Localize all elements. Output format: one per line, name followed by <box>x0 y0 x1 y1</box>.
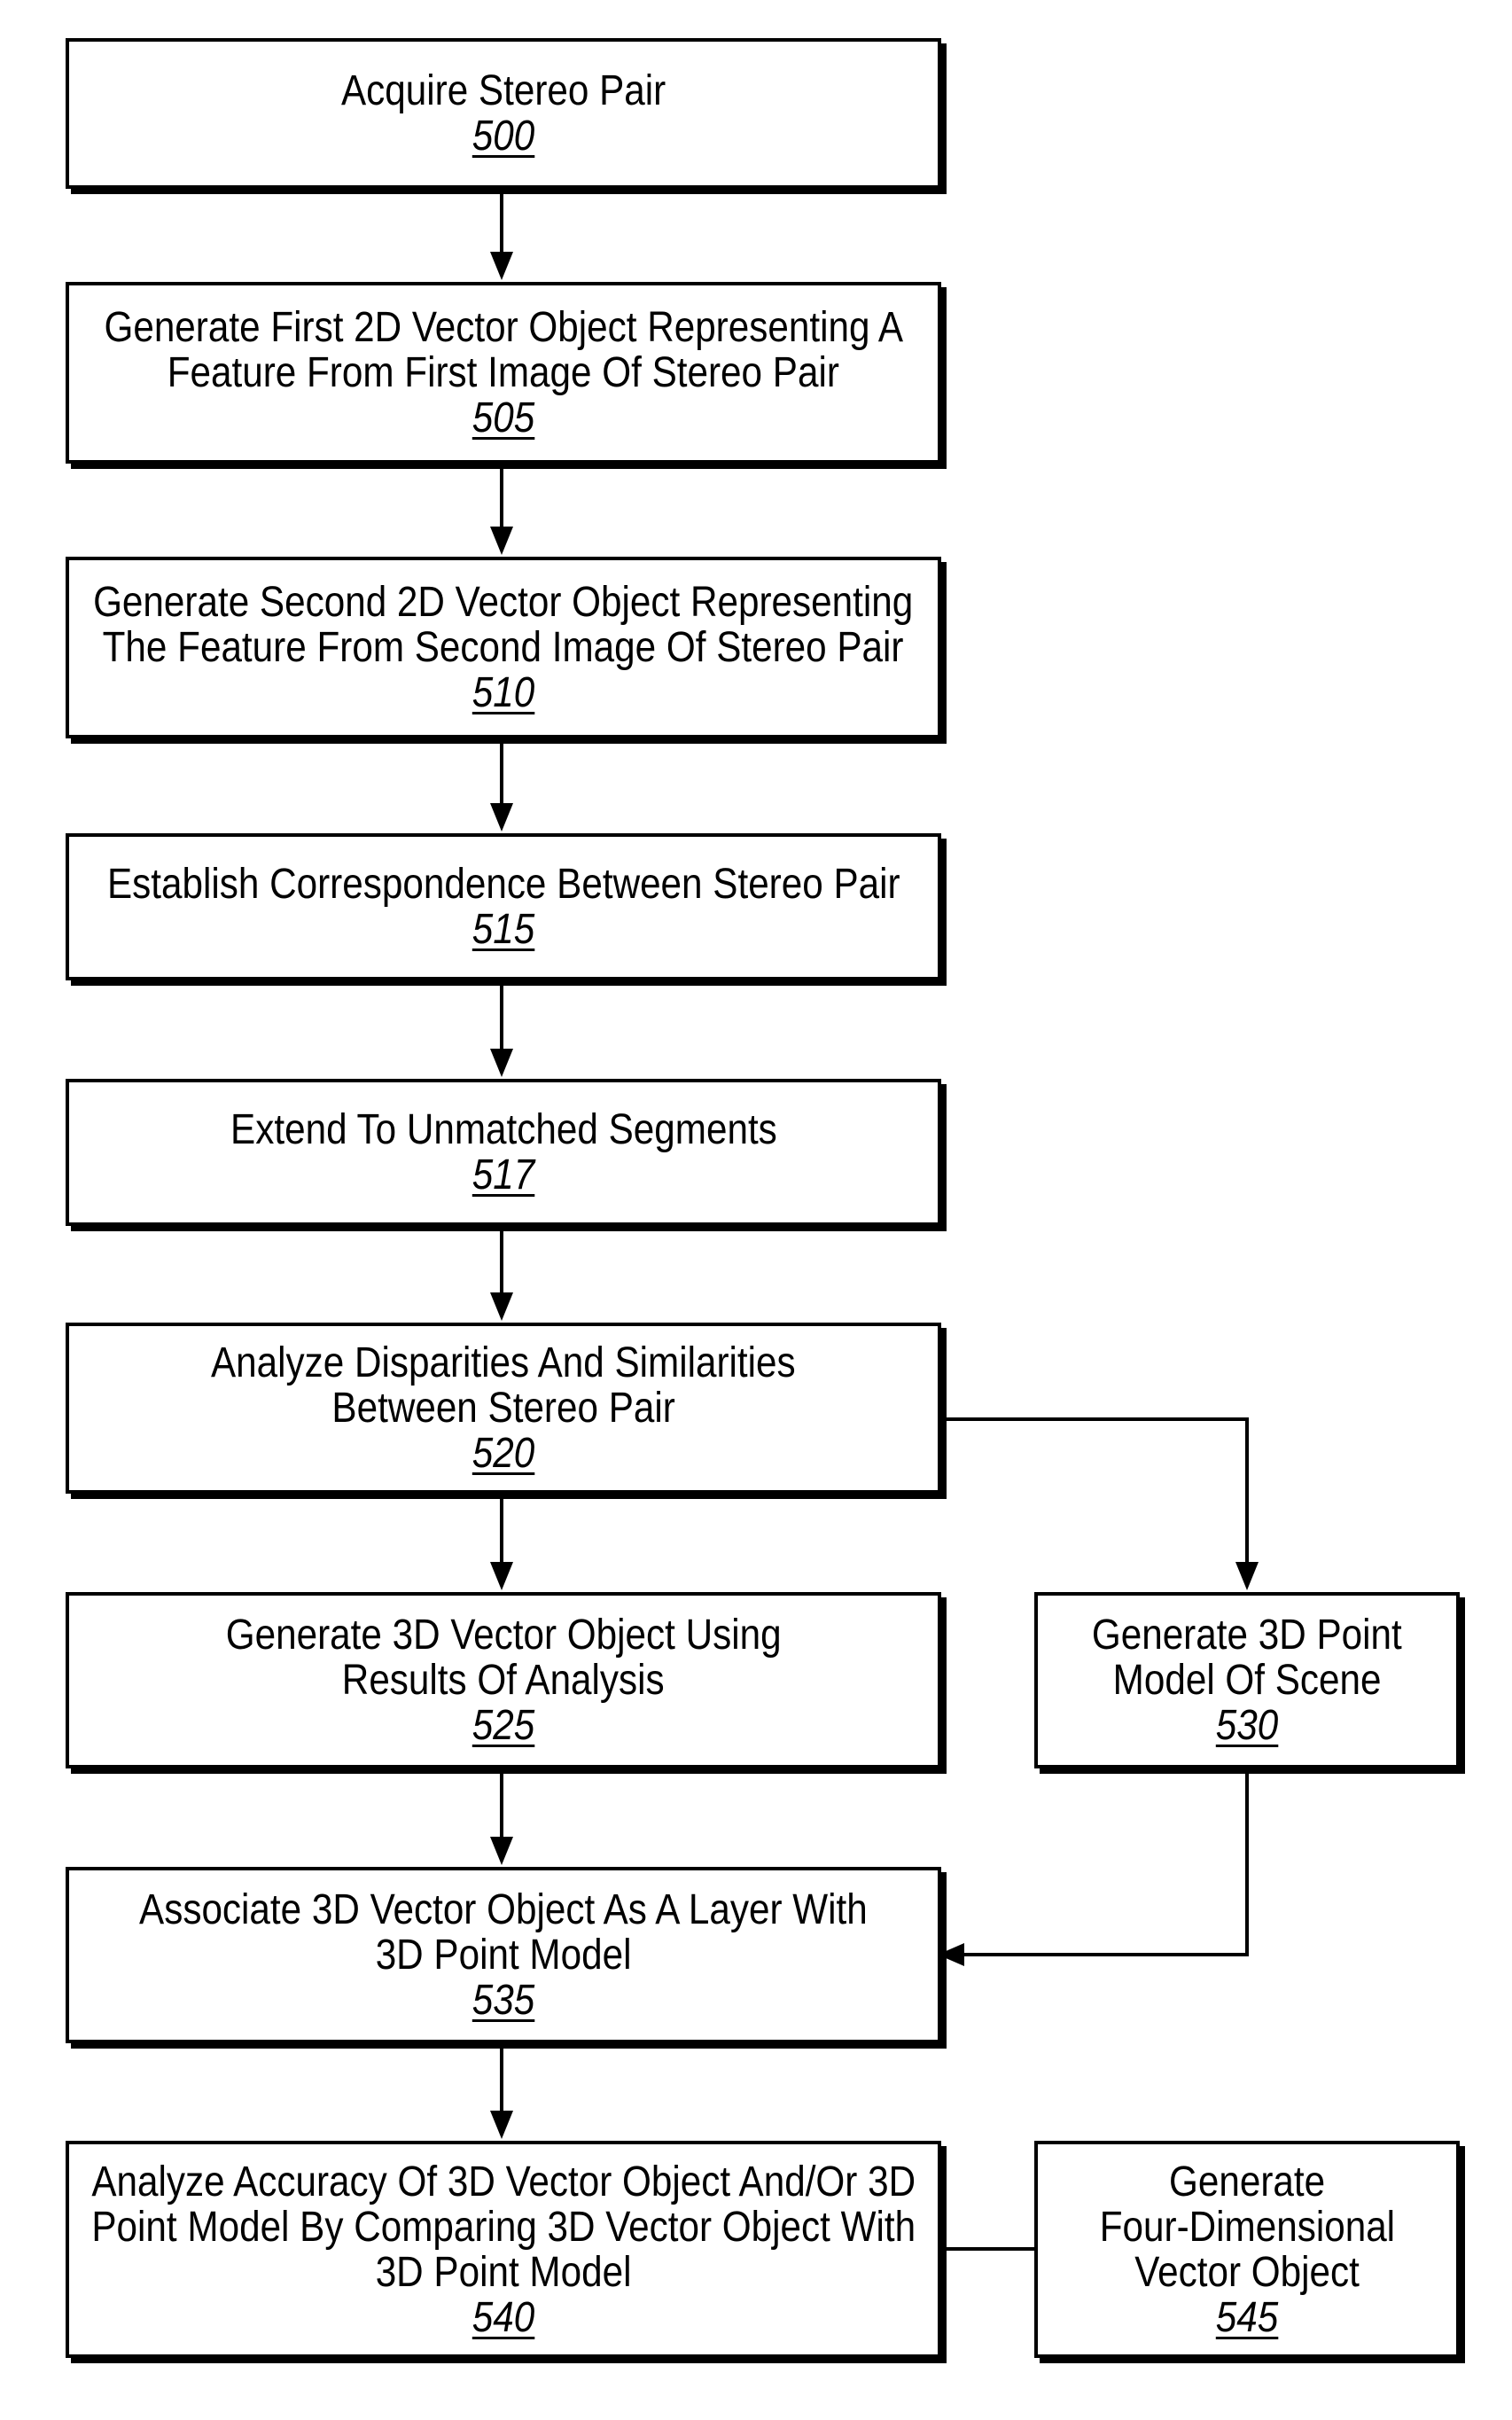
step-520-text-line-2: Between Stereo Pair <box>331 1386 674 1431</box>
step-500-ref: 500 <box>472 113 534 159</box>
step-545-box: Generate Four-Dimensional Vector Object … <box>1034 2141 1460 2358</box>
arrowhead-535-right <box>938 1943 964 1966</box>
step-520-ref: 520 <box>472 1431 534 1476</box>
step-520-text-line-1: Analyze Disparities And Similarities <box>211 1340 796 1386</box>
step-530-box: Generate 3D Point Model Of Scene 530 <box>1034 1592 1460 1768</box>
step-520-box: Analyze Disparities And Similarities Bet… <box>66 1323 941 1494</box>
step-500-box: Acquire Stereo Pair 500 <box>66 38 941 189</box>
step-540-ref: 540 <box>472 2295 534 2340</box>
step-540-box: Analyze Accuracy Of 3D Vector Object And… <box>66 2141 941 2358</box>
step-505-box: Generate First 2D Vector Object Represen… <box>66 282 941 464</box>
step-545-text-line-3: Vector Object <box>1134 2250 1360 2295</box>
step-535-ref: 535 <box>472 1978 534 2023</box>
step-545-text-line-2: Four-Dimensional <box>1099 2205 1394 2250</box>
arrowhead-530 <box>1235 1562 1259 1590</box>
step-535-text-line-1: Associate 3D Vector Object As A Layer Wi… <box>139 1887 868 1932</box>
step-525-text-line-2: Results Of Analysis <box>342 1658 665 1703</box>
step-540-text-line-1: Analyze Accuracy Of 3D Vector Object And… <box>91 2159 916 2205</box>
step-515-text: Establish Correspondence Between Stereo … <box>107 862 900 907</box>
step-525-text-line-1: Generate 3D Vector Object Using <box>226 1612 782 1658</box>
step-530-text-line-2: Model Of Scene <box>1113 1658 1382 1703</box>
step-505-ref: 505 <box>472 395 534 441</box>
step-535-text-line-2: 3D Point Model <box>376 1932 632 1978</box>
arrowhead-540 <box>490 2111 513 2139</box>
step-525-box: Generate 3D Vector Object Using Results … <box>66 1592 941 1768</box>
step-530-text-line-1: Generate 3D Point <box>1092 1612 1402 1658</box>
step-505-text-line-2: Feature From First Image Of Stereo Pair <box>168 350 839 395</box>
step-515-box: Establish Correspondence Between Stereo … <box>66 833 941 980</box>
step-500-text: Acquire Stereo Pair <box>341 68 666 113</box>
step-545-ref: 545 <box>1216 2295 1278 2340</box>
step-517-text: Extend To Unmatched Segments <box>230 1107 777 1152</box>
step-540-text-line-3: 3D Point Model <box>376 2250 632 2295</box>
arrowhead-505 <box>490 252 513 280</box>
step-525-ref: 525 <box>472 1703 534 1748</box>
step-545-text-line-1: Generate <box>1169 2159 1325 2205</box>
arrowhead-517 <box>490 1049 513 1077</box>
step-515-ref: 515 <box>472 907 534 952</box>
step-530-ref: 530 <box>1216 1703 1278 1748</box>
arrow-520-to-530 <box>939 1419 1247 1581</box>
step-517-ref: 517 <box>472 1152 534 1198</box>
arrowhead-535-top <box>490 1837 513 1865</box>
step-510-text-line-2: The Feature From Second Image Of Stereo … <box>103 625 904 670</box>
arrow-530-to-535 <box>945 1768 1247 1955</box>
arrowhead-520 <box>490 1292 513 1321</box>
arrowhead-515 <box>490 803 513 831</box>
step-540-text-line-2: Point Model By Comparing 3D Vector Objec… <box>91 2205 916 2250</box>
step-505-text-line-1: Generate First 2D Vector Object Represen… <box>104 305 903 350</box>
step-510-text-line-1: Generate Second 2D Vector Object Represe… <box>93 580 913 625</box>
arrowhead-525 <box>490 1562 513 1590</box>
arrowhead-510 <box>490 527 513 555</box>
step-535-box: Associate 3D Vector Object As A Layer Wi… <box>66 1867 941 2043</box>
step-510-ref: 510 <box>472 670 534 715</box>
step-517-box: Extend To Unmatched Segments 517 <box>66 1079 941 1226</box>
step-510-box: Generate Second 2D Vector Object Represe… <box>66 557 941 738</box>
